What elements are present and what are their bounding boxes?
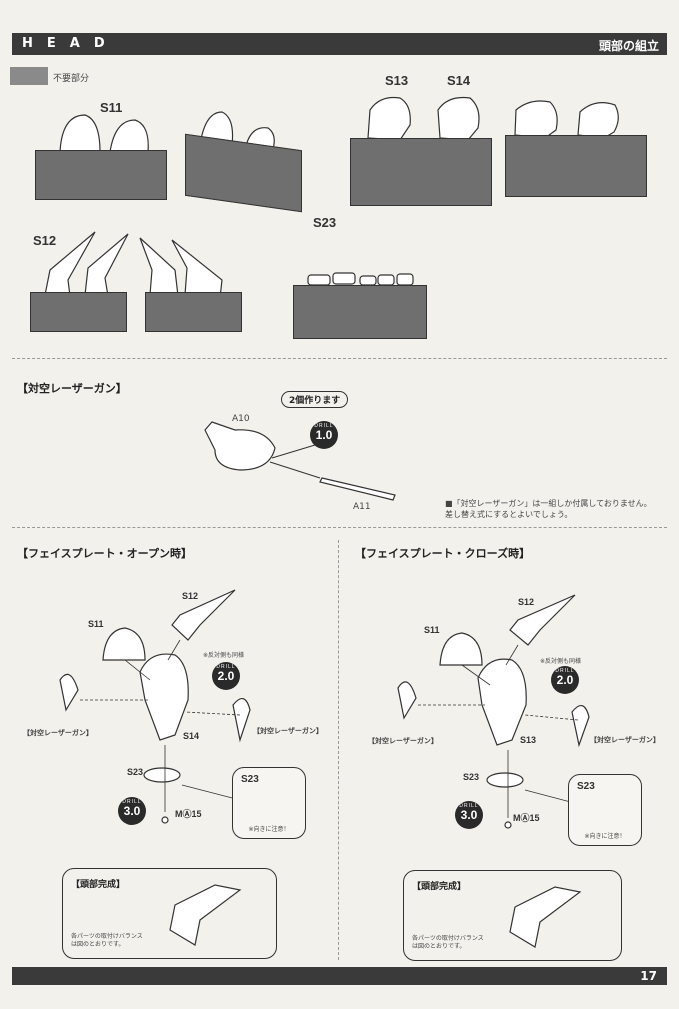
complete-text: 各パーツの取付けバランスは図のとおりです。 [71,933,143,948]
detail-label: S23 [577,781,595,792]
complete-title: 【頭部完成】 [412,882,467,892]
divider [12,527,667,528]
runner-base [35,150,167,200]
detail-note: ※向きに注意！ [584,833,626,840]
runner-base [30,292,127,332]
label-s14: S14 [447,73,471,88]
laser-gun-note: ■「対空レーザーガン」は一組しか付属しておりません。差し替え式にするとよいでしょ… [445,499,652,519]
complete-head-left [169,884,242,946]
laser-gun-title: 【対空レーザーガン】 [17,382,127,395]
label-s12: S12 [518,597,535,607]
runner-base [350,138,492,206]
label-s23: S23 [127,767,144,777]
runner-base [145,292,242,332]
part-s13 [367,96,411,141]
complete-box: 【頭部完成】 各パーツの取付けバランスは図のとおりです。 [62,868,277,959]
legend-swatch [10,67,48,85]
label-a11: A11 [353,502,371,512]
gun-label-right: 【対空レーザーガン】 [253,727,323,735]
detail-label: S23 [241,774,259,785]
screw-label: MⒶ15 [513,813,540,823]
s23-detail-box: S23 ※向きに注意！ [232,767,306,839]
part-s12-b [84,233,129,297]
complete-text: 各パーツの取付けバランスは図のとおりです。 [412,935,484,950]
page-number: 17 [640,969,657,983]
label-s12: S12 [33,233,57,248]
label-s12: S12 [182,591,199,601]
footer-bar: 17 [12,967,667,985]
complete-box: 【頭部完成】 各パーツの取付けバランスは図のとおりです。 [403,870,622,961]
part-head-c [514,100,558,139]
part-s11-a [59,114,101,153]
part-s12-d [171,239,223,299]
same-note: ※反対側も同様 [540,658,582,665]
label-s11: S11 [88,619,104,629]
label-s11: S11 [100,100,123,115]
part-a10 [204,421,276,471]
label-s13: S13 [520,735,537,745]
divider [12,358,667,359]
part-s11-b [109,119,149,153]
gun-label-left: 【対空レーザーガン】 [368,737,438,745]
part-s12-c [139,237,179,297]
s23-detail-box: S23 ※向きに注意！ [568,774,642,846]
label-s13: S13 [385,73,409,88]
label-s11: S11 [424,625,440,635]
runner-base [505,135,647,197]
make-two-badge: 2個作ります [281,391,349,408]
label-s23: S23 [313,215,337,230]
close-assembly [397,594,627,829]
screw-label: MⒶ15 [175,809,202,819]
legend-label: 不要部分 [53,74,90,84]
detail-note: ※向きに注意！ [248,826,290,833]
column-divider [338,540,339,960]
part-a11 [319,477,396,501]
close-title: 【フェイスプレート・クローズ時】 [355,547,531,560]
complete-head-right [509,886,582,948]
gun-label-left: 【対空レーザーガン】 [23,729,93,737]
label-s23: S23 [463,772,480,782]
header-subtitle: 頭部の組立 [598,39,659,53]
open-title: 【フェイスプレート・オープン時】 [17,547,193,560]
part-s14 [437,96,480,141]
open-assembly [59,589,286,824]
same-note: ※反対側も同様 [203,652,245,659]
gun-label-right: 【対空レーザーガン】 [590,736,660,744]
header-bar: HEAD 頭部の組立 [12,33,667,55]
label-s14: S14 [183,731,200,741]
complete-title: 【頭部完成】 [71,880,126,890]
part-head-d [577,102,619,139]
header-title: HEAD [22,36,119,51]
runner-base [293,285,427,339]
label-a10: A10 [232,414,250,424]
